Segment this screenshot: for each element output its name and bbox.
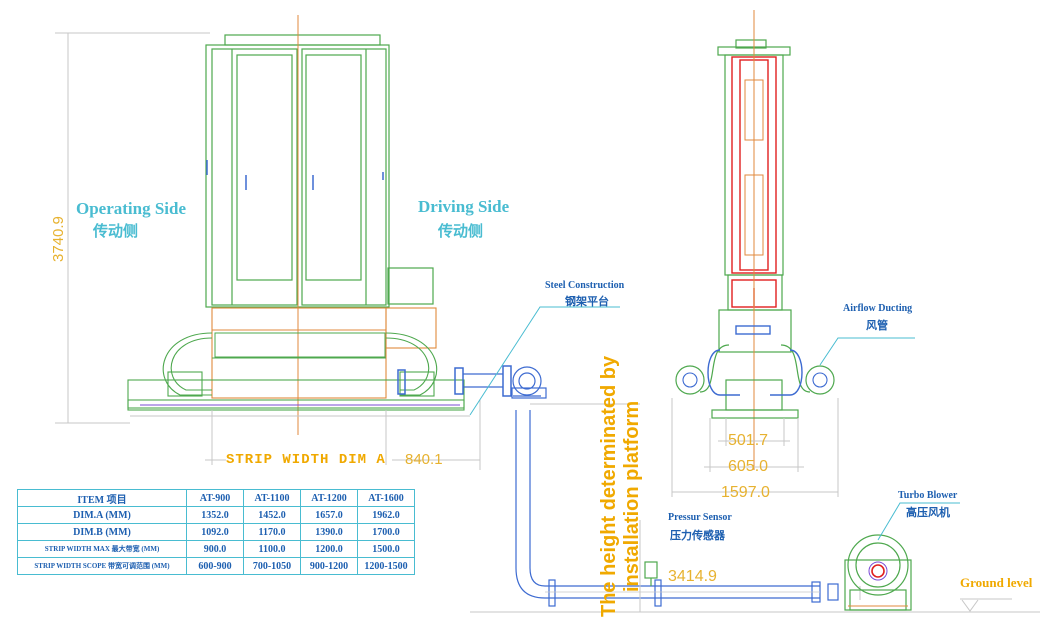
airflow-ducting-leader [819, 337, 915, 366]
ground-symbol [960, 598, 1012, 612]
table-cell: 1962.0 [357, 506, 415, 524]
turbo-blower-leader [877, 502, 960, 541]
base-frame [127, 371, 465, 411]
height-note-line1: The height determinated by [598, 355, 620, 617]
table-cell: AT-900 [186, 489, 244, 507]
driving-side-label: Driving Side [418, 197, 510, 216]
steel-construction-cn-label: 钢架平台 [565, 296, 609, 308]
ground-level-label: Ground level [960, 575, 1033, 590]
height-dimension-label: 3740.9 [50, 216, 67, 262]
strip-width-dimension [205, 400, 481, 470]
cabinet-body [205, 34, 434, 308]
operating-side-cn-label: 传动侧 [93, 224, 139, 240]
table-row: DIM.A (MM) 1352.0 1452.0 1657.0 1962.0 [17, 506, 415, 524]
outer-width-label: 1597.0 [721, 484, 770, 501]
table-row: DIM.B (MM) 1092.0 1170.0 1390.0 1700.0 [17, 523, 415, 541]
airflow-ducting-cn-label: 风管 [866, 320, 888, 332]
table-cell: 1390.0 [300, 523, 358, 541]
table-cell: 600-900 [186, 557, 244, 575]
table-cell: 1200-1500 [357, 557, 415, 575]
table-cell: 1452.0 [243, 506, 301, 524]
door-handles [206, 160, 384, 190]
table-cell: AT-1200 [300, 489, 358, 507]
side-duct-loops [162, 332, 438, 396]
pressure-sensor-cn-label: 压力传感器 [670, 530, 725, 542]
operating-side-label: Operating Side [76, 199, 187, 218]
table-cell: 1657.0 [300, 506, 358, 524]
table-cell: 1170.0 [243, 523, 301, 541]
steel-construction-label: Steel Construction [545, 280, 625, 291]
table-cell: 700-1050 [243, 557, 301, 575]
table-cell: ITEM 项目 [17, 489, 187, 507]
mid-width-label: 605.0 [728, 458, 769, 475]
table-cell: 1500.0 [357, 540, 415, 558]
pipe-length-label: 3414.9 [668, 568, 717, 585]
height-note-line2: installation platform [621, 400, 643, 592]
driving-side-cn-label: 传动侧 [438, 224, 484, 240]
table-cell: 1100.0 [243, 540, 301, 558]
strip-width-dim-label: STRIP WIDTH DIM A [226, 452, 386, 468]
table-cell: STRIP WIDTH MAX 最大带宽 (MM) [17, 540, 187, 558]
side-view-airflow-ducts [675, 344, 835, 419]
pipe-flanges [397, 365, 512, 397]
height-dimension-line [55, 32, 210, 424]
table-cell: 1092.0 [186, 523, 244, 541]
table-cell: 1200.0 [300, 540, 358, 558]
table-cell: 1352.0 [186, 506, 244, 524]
inner-width-label: 501.7 [728, 432, 769, 449]
table-cell: AT-1100 [243, 489, 301, 507]
airflow-ducting-label: Airflow Ducting [843, 303, 913, 314]
spec-table: ITEM 项目 AT-900 AT-1100 AT-1200 AT-1600 D… [17, 489, 415, 575]
lower-housing [211, 307, 437, 399]
table-cell: 900.0 [186, 540, 244, 558]
table-row: STRIP WIDTH SCOPE 带宽可调范围 (MM) 600-900 70… [17, 557, 415, 575]
table-cell: 900-1200 [300, 557, 358, 575]
turbo-blower-drawing [844, 534, 912, 611]
table-header-row: ITEM 项目 AT-900 AT-1100 AT-1200 AT-1600 [17, 489, 415, 507]
table-cell: DIM.A (MM) [17, 506, 187, 524]
table-cell: 1700.0 [357, 523, 415, 541]
table-cell: DIM.B (MM) [17, 523, 187, 541]
table-cell: STRIP WIDTH SCOPE 带宽可调范围 (MM) [17, 557, 187, 575]
turbo-blower-label: Turbo Blower [898, 490, 958, 501]
pressure-sensor [644, 561, 658, 586]
pressure-sensor-label: Pressur Sensor [668, 512, 732, 523]
side-view-dimensions [671, 398, 839, 497]
steel-construction-leader [469, 306, 620, 416]
turbo-blower-cn-label: 高压风机 [906, 507, 950, 519]
strip-offset-label: 840.1 [405, 451, 443, 468]
table-row: STRIP WIDTH MAX 最大带宽 (MM) 900.0 1100.0 1… [17, 540, 415, 558]
table-cell: AT-1600 [357, 489, 415, 507]
